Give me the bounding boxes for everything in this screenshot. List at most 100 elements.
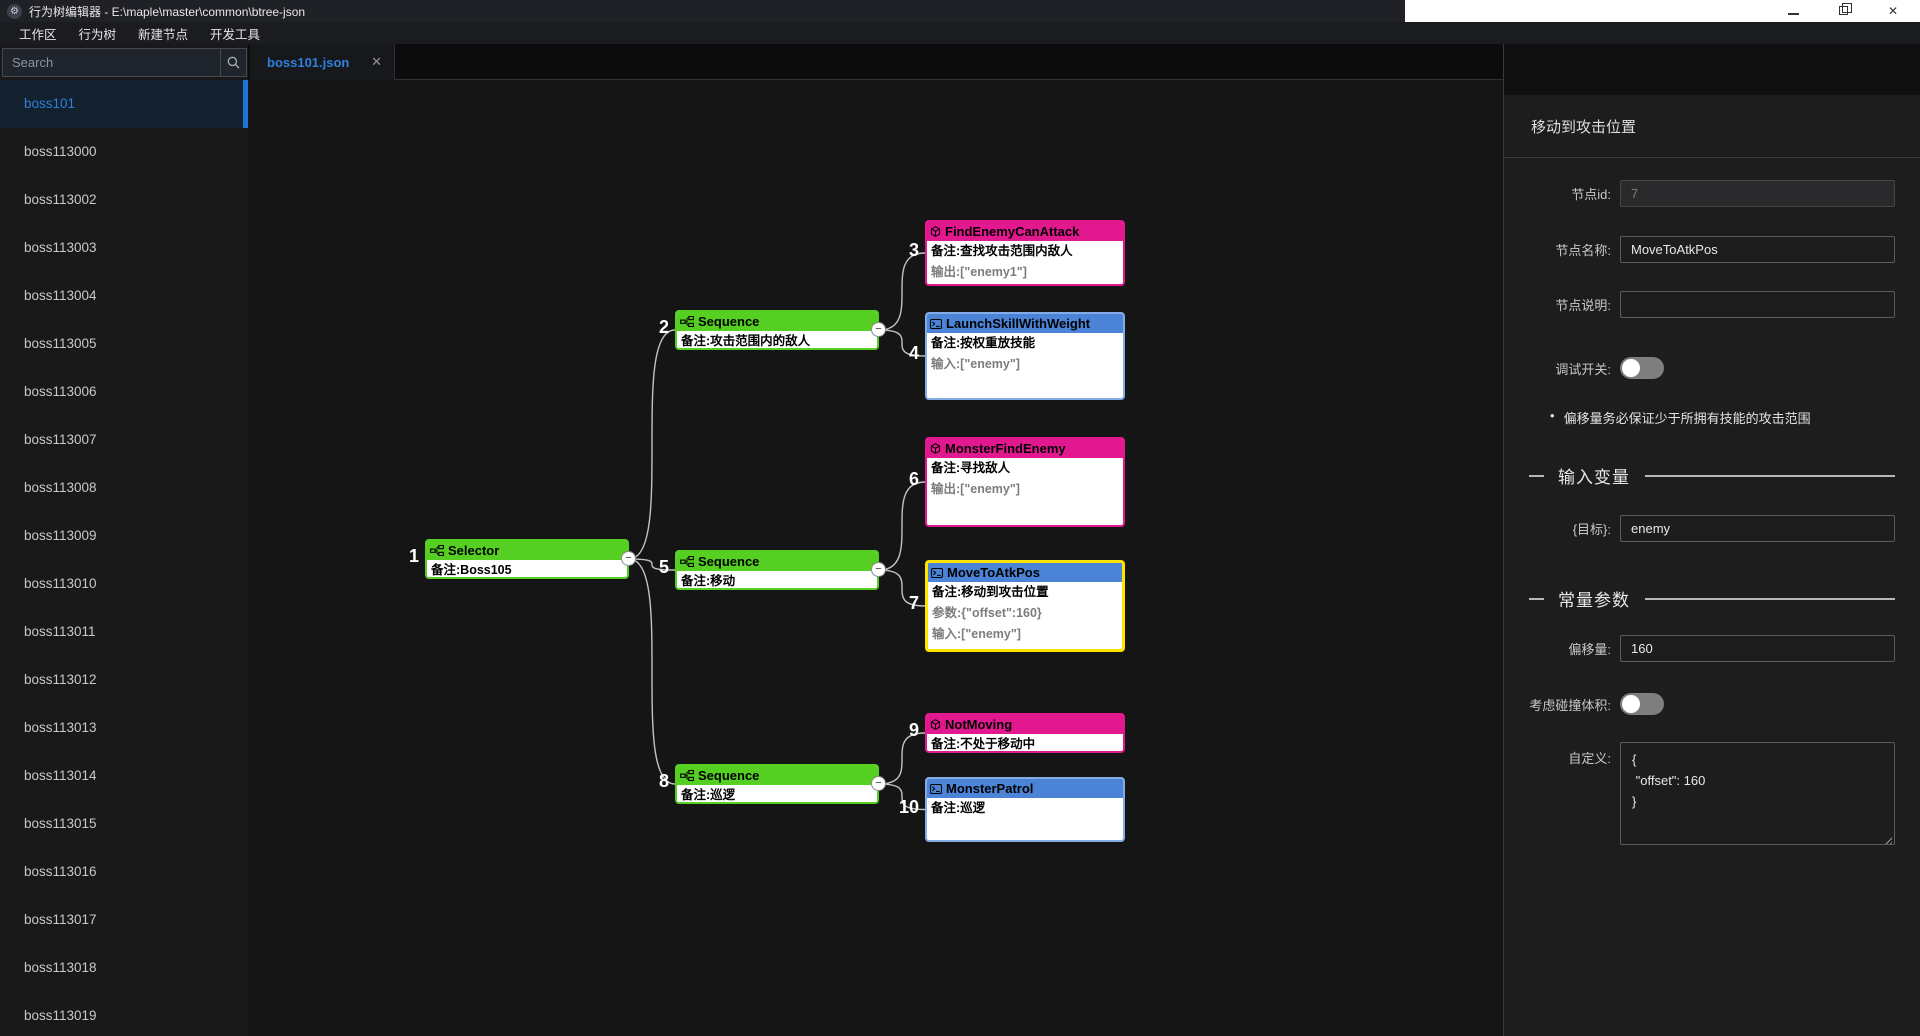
collapse-port[interactable]: − [871, 776, 886, 791]
sidebar-item-boss113013[interactable]: boss113013 [24, 720, 97, 735]
minimize-button[interactable] [1786, 4, 1800, 18]
sidebar-item-boss113012[interactable]: boss113012 [24, 672, 97, 687]
target-field[interactable] [1620, 515, 1895, 542]
main-area: boss101 boss113000 boss113002 boss113003 bos… [0, 44, 1920, 1036]
file-list: boss101 boss113000 boss113002 boss113003 bos… [0, 80, 248, 1036]
tree-edge [878, 252, 926, 331]
collapse-port[interactable]: − [621, 551, 636, 566]
cube-icon [930, 443, 941, 454]
node-number: 4 [908, 343, 919, 363]
tree-edge [878, 569, 926, 607]
node-body: 备注:寻找敌人输出:["enemy"] [931, 461, 1020, 496]
node-name-field[interactable] [1620, 236, 1895, 263]
inspector-title: 移动到攻击位置 [1504, 95, 1920, 158]
menu-item-workspace[interactable]: 工作区 [19, 27, 57, 42]
debug-toggle[interactable] [1620, 357, 1664, 379]
tree-edge [628, 558, 676, 571]
custom-json-field[interactable]: { "offset": 160 } [1620, 742, 1895, 845]
node-body: 备注:移动 [681, 574, 736, 588]
search-button[interactable] [221, 47, 247, 77]
sidebar-item-boss113006[interactable]: boss113006 [24, 384, 97, 399]
tab-close-icon[interactable]: ✕ [371, 54, 382, 69]
offset-row: 偏移量: [1504, 635, 1920, 662]
inspector-body: 移动到攻击位置 节点id: 节点名称: 节点说明: 调试开关: [1504, 95, 1920, 1036]
sidebar-item-boss113009[interactable]: boss113009 [24, 528, 97, 543]
sidebar-item-boss113007[interactable]: boss113007 [24, 432, 97, 447]
debug-toggle-row: 调试开关: [1504, 357, 1920, 379]
input-vars-section: 输入变量 [1529, 463, 1895, 488]
section-dash [1529, 597, 1544, 600]
node-header: MonsterFindEnemy [927, 439, 1123, 458]
sidebar-item-boss113008[interactable]: boss113008 [24, 480, 97, 495]
collision-toggle[interactable] [1620, 693, 1664, 715]
sidebar-item-boss113017[interactable]: boss113017 [24, 912, 97, 927]
toggle-knob [1622, 695, 1640, 713]
cube-icon [930, 719, 941, 730]
node-desc-field[interactable] [1620, 291, 1895, 318]
menu-item-dev-tools[interactable]: 开发工具 [210, 27, 261, 42]
node-header: LaunchSkillWithWeight [927, 314, 1123, 333]
node-name-label: 节点名称: [1555, 243, 1611, 258]
sidebar-item-boss113019[interactable]: boss113019 [24, 1008, 97, 1023]
tree-edges-layer [628, 252, 926, 811]
sidebar-item-boss113016[interactable]: boss113016 [24, 864, 97, 879]
node-header: Selector [427, 541, 627, 560]
bullet-icon: • [1550, 408, 1555, 423]
sidebar-item-boss101[interactable]: boss101 [0, 80, 248, 128]
sidebar-item-boss113005[interactable]: boss113005 [24, 336, 97, 351]
tree-edge [878, 783, 926, 811]
cube-icon [930, 226, 941, 237]
node-name-row: 节点名称: [1504, 236, 1920, 263]
node-body: 备注:查找攻击范围内敌人输出:["enemy1"] [931, 244, 1073, 279]
node-title: Sequence [698, 314, 760, 329]
search-input[interactable] [2, 47, 221, 77]
sidebar-item-boss113003[interactable]: boss113003 [24, 240, 97, 255]
offset-field[interactable] [1620, 635, 1895, 662]
sidebar-item-boss113002[interactable]: boss113002 [24, 192, 97, 207]
subtree-icon [680, 316, 694, 327]
sidebar-item-boss113018[interactable]: boss113018 [24, 960, 97, 975]
collision-toggle-label: 考虑碰撞体积: [1529, 697, 1611, 713]
tab-boss101-json[interactable]: boss101.json ✕ [250, 44, 395, 80]
sidebar-item-boss113010[interactable]: boss113010 [24, 576, 97, 591]
bt-node-MonsterFindEnemy[interactable]: MonsterFindEnemy 备注:寻找敌人输出:["enemy"] [925, 437, 1125, 527]
node-body: 备注:巡逻 [681, 788, 736, 802]
node-number: 5 [658, 557, 669, 577]
debug-toggle-label: 调试开关: [1555, 361, 1611, 377]
sidebar-item-boss113014[interactable]: boss113014 [24, 768, 97, 783]
sidebar-item-boss113004[interactable]: boss113004 [24, 288, 97, 303]
collapse-port[interactable]: − [871, 322, 886, 337]
search-icon [227, 56, 240, 69]
section-dash [1529, 474, 1544, 477]
sidebar-item-boss113000[interactable]: boss113000 [24, 144, 97, 159]
close-button[interactable]: ✕ [1887, 4, 1899, 18]
terminal-icon [930, 318, 942, 329]
inspector-top-spacer [1504, 44, 1920, 95]
restore-button[interactable] [1836, 3, 1852, 18]
menu-item-new-node[interactable]: 新建节点 [138, 27, 189, 42]
tree-edge [628, 558, 676, 785]
node-number: 1 [408, 546, 419, 566]
node-desc-row: 节点说明: [1504, 291, 1920, 318]
collapse-port[interactable]: − [871, 562, 886, 577]
const-params-section: 常量参数 [1529, 586, 1895, 611]
tree-edge [878, 481, 926, 571]
app-gear-icon: ⚙ [7, 3, 22, 19]
tree-edge [878, 329, 926, 357]
terminal-icon [930, 783, 942, 794]
sidebar-item-boss113015[interactable]: boss113015 [24, 816, 97, 831]
node-title: Selector [448, 543, 500, 558]
menu-item-behavior-tree[interactable]: 行为树 [78, 27, 117, 42]
node-number: 3 [908, 240, 919, 260]
sidebar-item-boss113011[interactable]: boss113011 [24, 624, 96, 639]
